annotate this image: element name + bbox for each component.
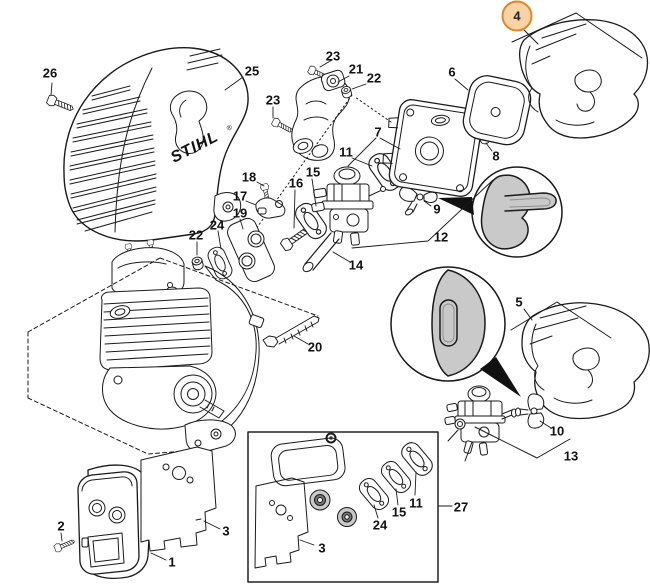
gasket-part-24-upper [205, 244, 235, 282]
callout-26[interactable]: 26 [42, 65, 58, 81]
callout-6[interactable]: 6 [448, 64, 456, 80]
callout-19[interactable]: 19 [232, 205, 248, 221]
spacer-plate-part-19 [227, 217, 275, 283]
detail-circle-upper [438, 166, 563, 258]
throttle-parts-17 [255, 197, 286, 219]
intake-manifold [291, 75, 350, 161]
callout-4-bracket [511, 12, 643, 59]
callout-23-upper[interactable]: 23 [325, 48, 341, 64]
gasket-kit-box-27 [247, 431, 439, 583]
callout-16[interactable]: 16 [288, 175, 304, 191]
kit-grommet [325, 432, 337, 444]
detail-circle-lower [390, 266, 521, 397]
callout-27[interactable]: 27 [453, 499, 469, 515]
callout-15-upper[interactable]: 15 [305, 164, 321, 180]
callout-13-bracket [474, 426, 571, 459]
bolt-part-20 [262, 315, 320, 348]
filter-backplate-part-7 [382, 99, 484, 197]
callout-23-lower[interactable]: 23 [265, 92, 281, 108]
pointer-wedge-upper [438, 197, 474, 215]
callout-4-selected[interactable]: 4 [501, 0, 533, 32]
cover-louvers [69, 85, 157, 232]
callout-7[interactable]: 7 [374, 124, 382, 140]
wing-knob-part-10 [515, 393, 545, 429]
callout-14[interactable]: 14 [348, 257, 364, 273]
engine-cover-part-25 [63, 47, 249, 242]
heat-shield-part-3 [140, 446, 217, 552]
registered-trademark: ® [225, 123, 234, 133]
muffler-part-1 [77, 464, 152, 579]
leader-lines [50, 59, 552, 561]
callout-5[interactable]: 5 [515, 294, 523, 310]
callout-25[interactable]: 25 [244, 63, 260, 79]
air-filter-part-6 [462, 75, 532, 146]
callout-20[interactable]: 20 [307, 339, 323, 355]
callout-22-upper[interactable]: 22 [366, 70, 382, 86]
callout-9[interactable]: 9 [433, 201, 441, 217]
pointer-wedge-lower [480, 357, 521, 397]
callout-22-lower[interactable]: 22 [188, 227, 204, 243]
callout-24-kit[interactable]: 24 [372, 517, 388, 533]
callout-11-upper[interactable]: 11 [339, 144, 353, 160]
callout-24-upper[interactable]: 24 [209, 217, 225, 233]
callout-3-kit[interactable]: 3 [318, 540, 326, 556]
callout-3-main[interactable]: 3 [222, 523, 230, 539]
kit-cover-gasket [270, 437, 346, 487]
filter-cover-part-4 [518, 19, 649, 139]
tube-part-14 [302, 232, 340, 273]
cover-keyhole-cutout [169, 90, 208, 154]
carburetor-main [311, 166, 386, 246]
callout-17[interactable]: 17 [232, 188, 248, 204]
carburetor-lower [444, 385, 517, 462]
bolt-part-26 [45, 93, 76, 115]
callout-8[interactable]: 8 [492, 148, 500, 164]
filter-cover-part-5 [521, 302, 650, 420]
callout-18[interactable]: 18 [241, 169, 257, 185]
flange-part-21 [320, 69, 346, 92]
kit-seal-1 [309, 489, 331, 511]
callout-1[interactable]: 1 [168, 554, 176, 570]
callout-2[interactable]: 2 [57, 518, 65, 534]
callout-21[interactable]: 21 [348, 61, 364, 77]
bolt-part-23-lower [270, 116, 295, 136]
callout-10[interactable]: 10 [549, 423, 565, 439]
knob-detail-upper [480, 174, 531, 250]
cover-mount-tab [213, 192, 242, 222]
knob-detail-lower [431, 269, 486, 377]
callout-11-kit[interactable]: 11 [409, 495, 423, 511]
callout-13[interactable]: 13 [563, 448, 579, 464]
bolt-part-2 [53, 536, 77, 554]
stud-dotted-line [242, 94, 392, 248]
callout-15-kit[interactable]: 15 [391, 504, 407, 520]
nut-part-22-lower [190, 255, 205, 272]
callout-12[interactable]: 12 [433, 229, 449, 245]
cover-top-vents [186, 48, 223, 71]
kit-heat-shield-3 [254, 477, 309, 569]
engine-block [99, 239, 265, 453]
callout-5-bracket [510, 301, 612, 339]
kit-seal-2 [337, 507, 357, 527]
